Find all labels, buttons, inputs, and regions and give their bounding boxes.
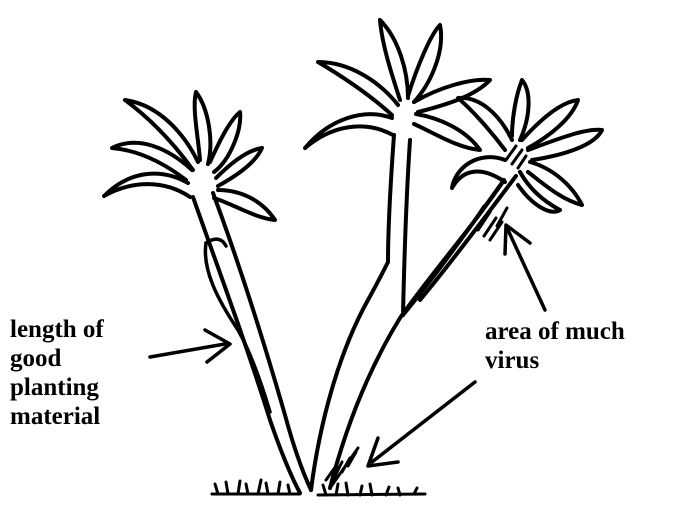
main-stem <box>311 135 516 490</box>
label-line: material <box>10 402 104 431</box>
label-line: length of <box>10 315 104 344</box>
label-line: planting <box>10 373 104 402</box>
label-line: area of much <box>485 317 625 346</box>
arrow-virus-lower <box>368 382 475 466</box>
arrow-good-material <box>150 330 230 362</box>
virus-area-label: area of much virus <box>485 317 625 375</box>
ground-tufts <box>212 480 425 495</box>
label-line: virus <box>485 346 625 375</box>
left-leaf-crown <box>104 92 275 220</box>
arrow-virus-upper <box>505 225 545 310</box>
left-stem <box>193 193 311 493</box>
good-planting-material-label: length of good planting material <box>10 315 104 431</box>
label-line: good <box>10 344 104 373</box>
center-leaf-crown <box>305 20 490 150</box>
